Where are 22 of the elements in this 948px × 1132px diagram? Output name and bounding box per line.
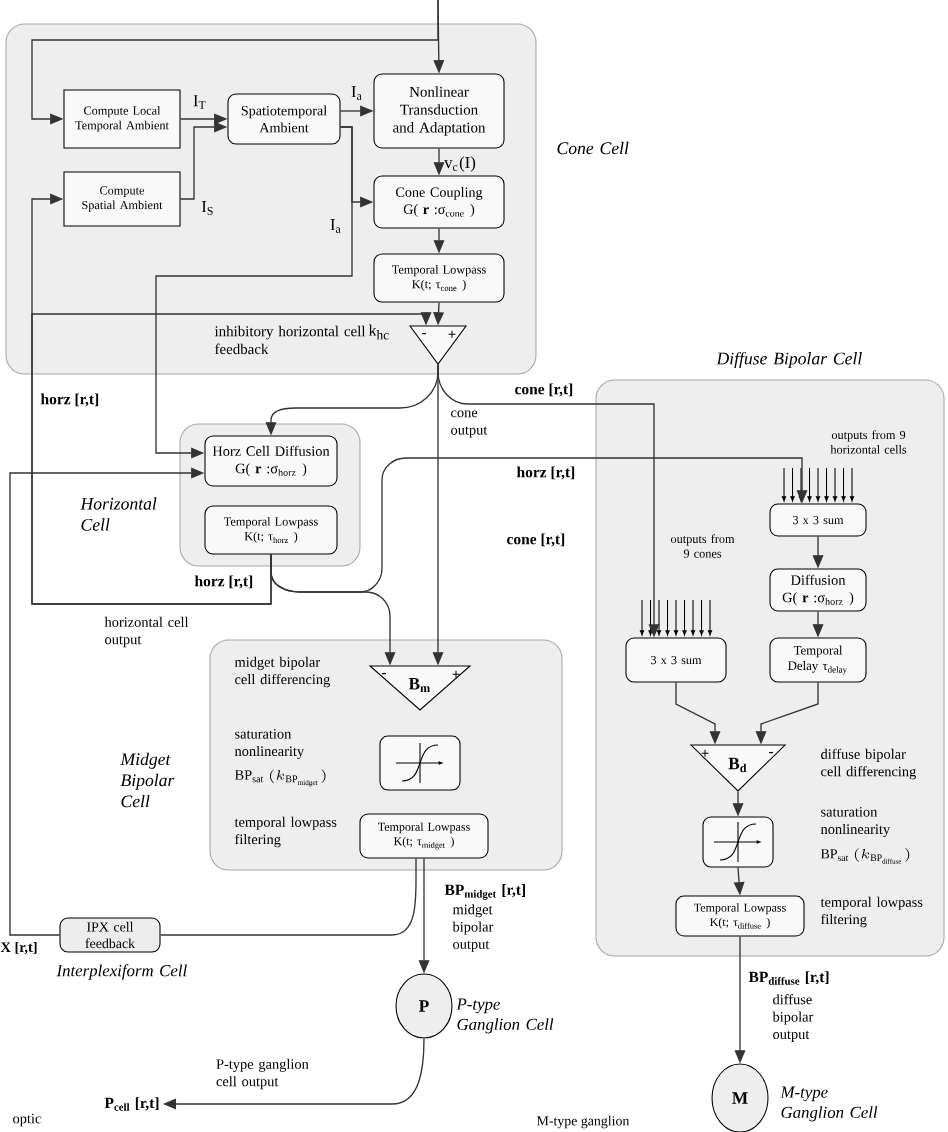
region-heading: Cone Cell bbox=[557, 141, 629, 155]
triangle-label: B$_{d}$ bbox=[728, 757, 747, 773]
edge-label: I$_{T}$ bbox=[193, 95, 206, 109]
formula-label: $\mathrm{BP}_{\mathrm{sat}}\,(k_{\mathrm{BP}_{\mathrm{diffuse}}})$ bbox=[820, 848, 910, 864]
formula-label: $\mathrm{BP}_{\mathrm{sat}}\,(k_{\mathrm{BP}_{\mathrm{midget}}})$ bbox=[234, 769, 326, 787]
arrow bbox=[31, 0, 439, 125]
cell-caption: Interplexiform Cell bbox=[56, 964, 187, 980]
edge-label: I$_{S}$ bbox=[201, 201, 213, 215]
region-heading: Horizontal Cell bbox=[80, 497, 157, 531]
edge-label: I$_{a}$ bbox=[351, 86, 362, 100]
arrow bbox=[31, 311, 432, 605]
connector-line bbox=[159, 857, 417, 936]
region-heading: Diffuse Bipolar Cell bbox=[716, 351, 862, 369]
arrow bbox=[270, 457, 808, 593]
edge-label: v$_{c}$(I) bbox=[444, 156, 476, 172]
cell-caption: P-type Ganglion Cell bbox=[456, 998, 554, 1034]
cell-caption: M-type Ganglion Cell bbox=[780, 1086, 878, 1122]
annotation-text: k$_{hc}$ bbox=[368, 324, 389, 340]
triangle-label: B$_{m}$ bbox=[408, 678, 430, 692]
region-heading: Midget Bipolar Cell bbox=[120, 752, 175, 808]
arrow bbox=[155, 126, 353, 459]
edge-label: I$_{a}$ bbox=[330, 219, 341, 233]
